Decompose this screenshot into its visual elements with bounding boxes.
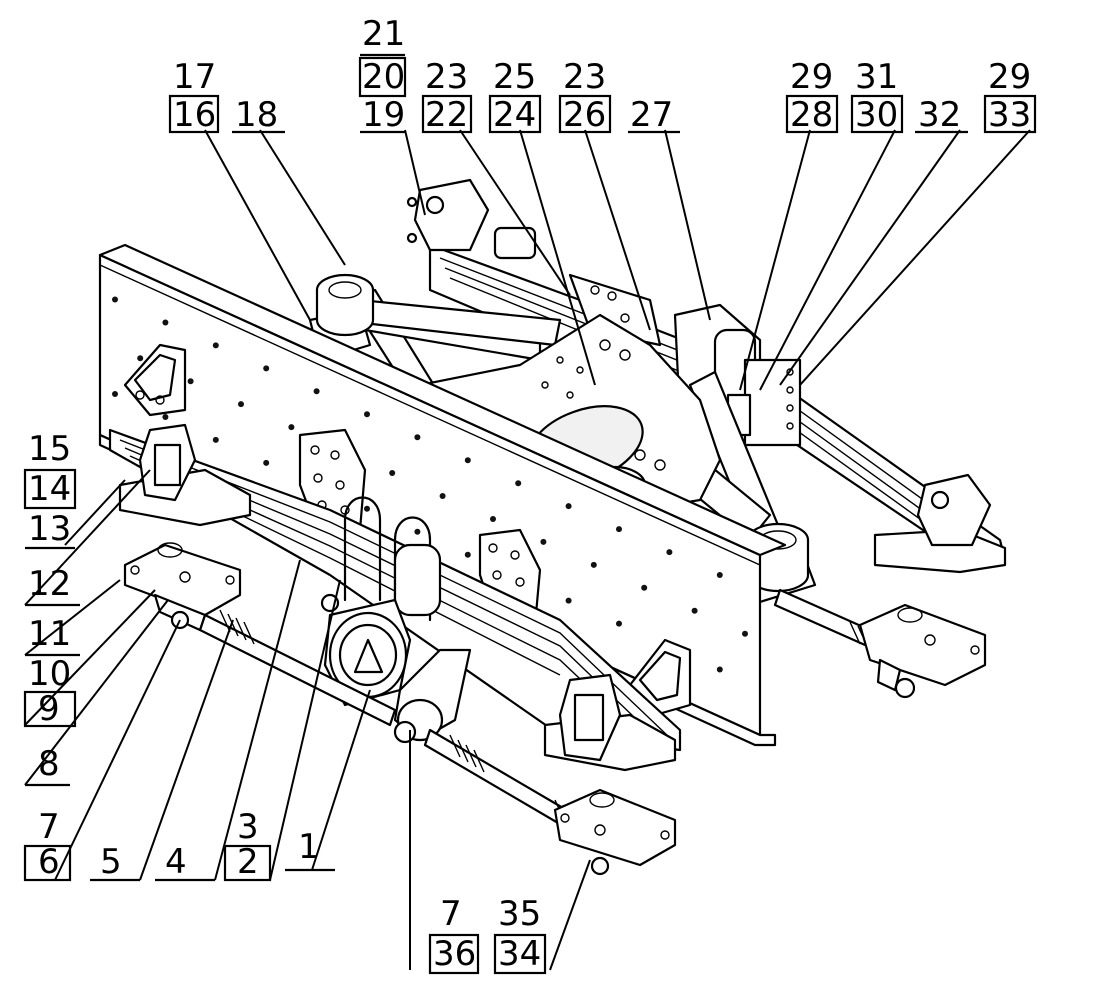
frame-hole xyxy=(565,597,572,604)
axle-arm-bracket xyxy=(393,648,472,744)
frame-hole xyxy=(288,424,295,431)
frame-hole xyxy=(263,365,270,372)
frame-hole xyxy=(162,414,169,420)
callout-29a: 29 xyxy=(790,57,833,97)
callout-13: 13 xyxy=(28,509,71,549)
frame-hole xyxy=(464,551,471,558)
frame-hole xyxy=(187,378,194,385)
frame-bracket-left xyxy=(123,343,187,417)
axle-hub xyxy=(320,593,412,707)
callout-10: 10 xyxy=(28,654,71,694)
frame-hole xyxy=(742,630,748,637)
callout-32: 32 xyxy=(918,95,961,135)
callout-33: 33 xyxy=(988,95,1031,135)
callout-25: 25 xyxy=(493,57,536,97)
callout-21: 21 xyxy=(362,14,405,54)
frame-hole xyxy=(666,549,673,556)
leader-lines xyxy=(24,129,1031,971)
callout-22: 22 xyxy=(425,95,468,135)
callout-5: 5 xyxy=(100,842,122,882)
callout-6: 6 xyxy=(38,842,60,882)
frame-hole xyxy=(641,584,648,591)
callout-34: 34 xyxy=(498,934,541,974)
frame-hole xyxy=(364,505,370,512)
callout-11: 11 xyxy=(28,614,71,654)
callout-24: 24 xyxy=(493,95,536,135)
frame-hole xyxy=(540,538,547,545)
frame-hole xyxy=(137,355,144,362)
frame-hole xyxy=(212,342,219,349)
callout-23a: 23 xyxy=(425,57,468,97)
callout-9: 9 xyxy=(38,689,60,729)
frame-hole xyxy=(162,319,169,326)
callout-15: 15 xyxy=(28,429,71,469)
rear-spring-bracket-right xyxy=(916,473,992,547)
frame-hole xyxy=(112,296,118,303)
callout-1: 1 xyxy=(298,827,320,867)
callout-12: 12 xyxy=(28,564,71,604)
callout-20: 20 xyxy=(362,57,405,97)
torque-rod-rear xyxy=(773,588,872,649)
frame-hole xyxy=(414,434,421,441)
callout-17: 17 xyxy=(173,57,216,97)
callout-35: 35 xyxy=(498,894,541,934)
frame-hole xyxy=(691,607,698,614)
callout-26: 26 xyxy=(563,95,606,135)
front-spring-hanger-left xyxy=(138,423,197,502)
frame-hole xyxy=(313,388,320,395)
callout-29b: 29 xyxy=(988,57,1031,97)
front-u-bolts xyxy=(343,496,442,622)
frame-hole xyxy=(490,516,496,522)
callout-28: 28 xyxy=(790,95,833,135)
callout-36: 36 xyxy=(433,934,476,974)
frame-hole xyxy=(716,666,723,673)
callout-16: 16 xyxy=(173,95,216,135)
frame-hole xyxy=(515,480,522,487)
frame-hole xyxy=(389,470,396,476)
callout-30: 30 xyxy=(855,95,898,135)
frame-hole xyxy=(565,503,572,510)
frame-hole xyxy=(716,572,723,578)
front-spring-hanger-right xyxy=(558,673,622,762)
callout-18: 18 xyxy=(235,95,278,135)
callout-7: 7 xyxy=(38,807,60,847)
frame-hole xyxy=(590,561,597,568)
callout-27: 27 xyxy=(630,95,673,135)
frame-hole xyxy=(364,411,370,418)
frame-hole xyxy=(414,528,421,535)
callout-31: 31 xyxy=(855,57,898,97)
frame-hole xyxy=(616,620,622,627)
callout-labels: 1 3 2 4 5 7 6 8 10 9 11 12 15 14 13 17 1… xyxy=(23,14,1037,975)
callout-2: 2 xyxy=(237,842,259,882)
frame-hole xyxy=(439,493,446,499)
callout-7b: 7 xyxy=(440,894,462,934)
callout-14: 14 xyxy=(28,469,71,509)
frame-hole xyxy=(263,459,270,466)
callout-23b: 23 xyxy=(563,57,606,97)
callout-3: 3 xyxy=(237,807,259,847)
rear-spring-bracket-left xyxy=(406,178,490,252)
frame-hole xyxy=(616,526,622,533)
torque-rod-bracket-rear xyxy=(858,603,987,699)
torque-rod-bracket-front-left xyxy=(123,542,242,632)
callout-4: 4 xyxy=(165,842,187,882)
callout-8: 8 xyxy=(38,744,60,784)
frame-hole xyxy=(464,457,471,464)
frame-hole xyxy=(112,391,118,397)
frame-hole xyxy=(212,436,219,443)
torque-rod-bracket-front-right xyxy=(553,788,677,876)
frame-hole xyxy=(238,401,244,408)
callout-19: 19 xyxy=(362,95,405,135)
